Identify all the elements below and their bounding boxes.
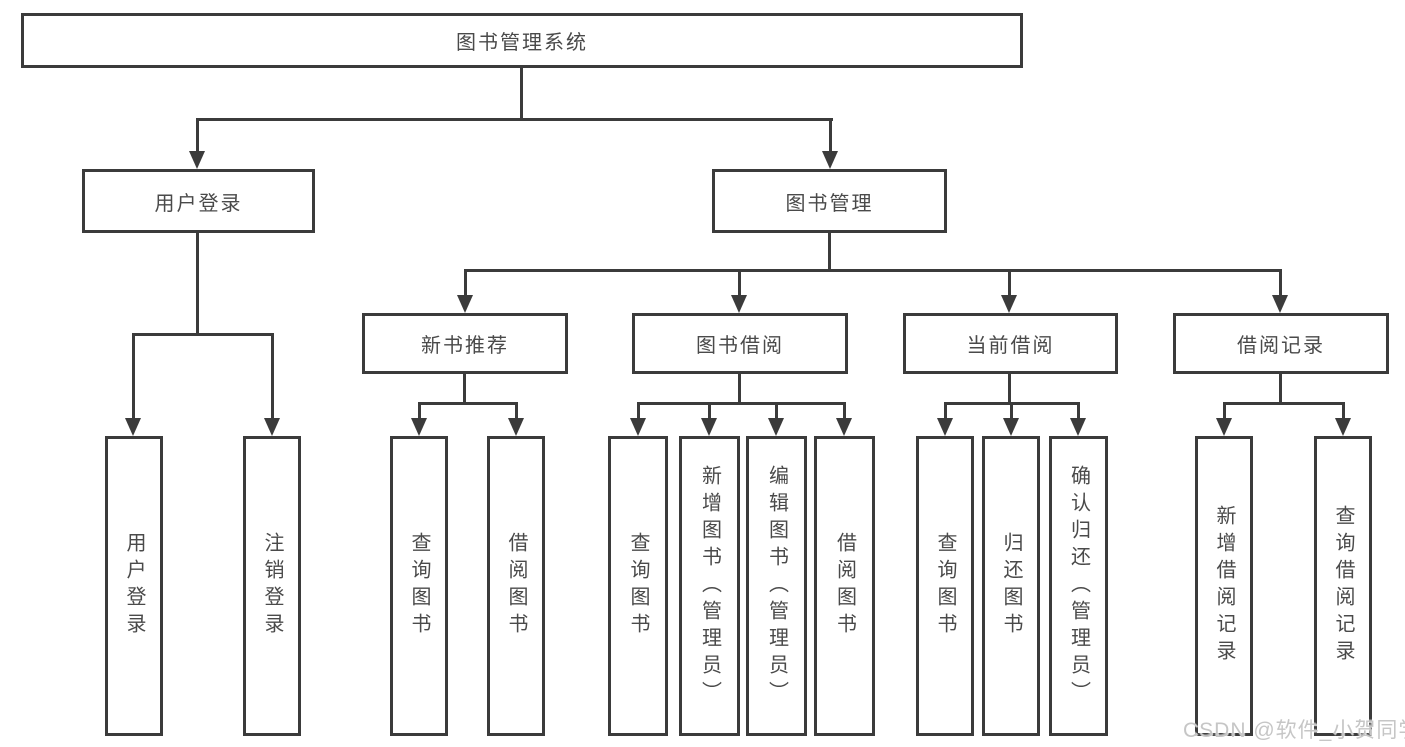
connector-line bbox=[132, 333, 135, 421]
leaf-add-book-admin-label: 新增图书（管理员） bbox=[698, 464, 721, 708]
connector-line bbox=[1279, 374, 1282, 405]
connector-line bbox=[828, 233, 831, 272]
connector-line bbox=[775, 402, 778, 422]
connector-line bbox=[708, 402, 711, 422]
connector-line bbox=[944, 402, 947, 422]
connector-line bbox=[515, 402, 518, 422]
connector-line bbox=[418, 402, 518, 405]
leaf-query-borrow-record-label: 查询借阅记录 bbox=[1332, 505, 1354, 667]
node-new-book-recommend: 新书推荐 bbox=[362, 313, 568, 374]
node-user-login: 用户登录 bbox=[82, 169, 315, 233]
leaf-recommend-borrow-book: 借阅图书 bbox=[487, 436, 545, 736]
arrow-down-icon bbox=[701, 418, 717, 436]
csdn-watermark: CSDN @软件_小贺同学 bbox=[1183, 719, 1405, 742]
leaf-edit-book-admin-label: 编辑图书（管理员） bbox=[765, 464, 788, 708]
arrow-down-icon bbox=[1003, 418, 1019, 436]
arrow-down-icon bbox=[1335, 418, 1351, 436]
node-current-borrow: 当前借阅 bbox=[903, 313, 1118, 374]
leaf-confirm-return-admin-label: 确认归还（管理员） bbox=[1067, 464, 1090, 708]
connector-line bbox=[271, 333, 274, 421]
node-root: 图书管理系统 bbox=[21, 13, 1023, 68]
leaf-add-borrow-record-label: 新增借阅记录 bbox=[1213, 505, 1235, 667]
arrow-down-icon bbox=[1272, 295, 1288, 313]
arrow-down-icon bbox=[1070, 418, 1086, 436]
connector-line bbox=[829, 118, 832, 154]
leaf-add-book-admin: 新增图书（管理员） bbox=[679, 436, 740, 736]
node-book-management-label: 图书管理 bbox=[785, 192, 874, 215]
arrow-down-icon bbox=[1001, 295, 1017, 313]
connector-line bbox=[520, 68, 523, 121]
leaf-borrow-book-label: 借阅图书 bbox=[833, 532, 856, 640]
connector-line bbox=[738, 269, 741, 298]
leaf-borrow-query-book: 查询图书 bbox=[608, 436, 668, 736]
node-borrow-record-label: 借阅记录 bbox=[1237, 335, 1325, 357]
leaf-logout-label: 注销登录 bbox=[261, 532, 283, 640]
connector-line bbox=[1010, 402, 1013, 422]
connector-line bbox=[738, 374, 741, 405]
connector-line bbox=[637, 402, 846, 405]
arrow-down-icon bbox=[1216, 418, 1232, 436]
connector-line bbox=[1223, 402, 1226, 422]
connector-line bbox=[464, 269, 467, 298]
leaf-return-book: 归还图书 bbox=[982, 436, 1040, 736]
connector-line bbox=[196, 118, 833, 121]
arrow-down-icon bbox=[411, 418, 427, 436]
leaf-return-book-label: 归还图书 bbox=[1000, 532, 1022, 640]
leaf-confirm-return-admin: 确认归还（管理员） bbox=[1049, 436, 1108, 736]
arrow-down-icon bbox=[731, 295, 747, 313]
arrow-down-icon bbox=[937, 418, 953, 436]
node-book-management: 图书管理 bbox=[712, 169, 947, 233]
leaf-edit-book-admin: 编辑图书（管理员） bbox=[746, 436, 807, 736]
connector-line bbox=[196, 118, 199, 154]
leaf-user-login: 用户登录 bbox=[105, 436, 163, 736]
arrow-down-icon bbox=[768, 418, 784, 436]
arrow-down-icon bbox=[508, 418, 524, 436]
node-book-borrow: 图书借阅 bbox=[632, 313, 848, 374]
connector-line bbox=[637, 402, 640, 422]
connector-line bbox=[1223, 402, 1345, 405]
connector-line bbox=[196, 233, 199, 336]
leaf-logout: 注销登录 bbox=[243, 436, 301, 736]
leaf-query-borrow-record: 查询借阅记录 bbox=[1314, 436, 1372, 736]
connector-line bbox=[132, 333, 274, 336]
arrow-down-icon bbox=[125, 418, 141, 436]
connector-line bbox=[1077, 402, 1080, 422]
leaf-recommend-query-book: 查询图书 bbox=[390, 436, 448, 736]
connector-line bbox=[1008, 269, 1011, 298]
connector-line bbox=[1342, 402, 1345, 422]
arrow-down-icon bbox=[189, 151, 205, 169]
connector-line bbox=[1008, 374, 1011, 405]
node-borrow-record: 借阅记录 bbox=[1173, 313, 1389, 374]
connector-line bbox=[463, 374, 466, 405]
connector-line bbox=[843, 402, 846, 422]
leaf-recommend-borrow-book-label: 借阅图书 bbox=[505, 532, 527, 640]
connector-line bbox=[464, 269, 1281, 272]
leaf-recommend-query-book-label: 查询图书 bbox=[408, 532, 430, 640]
connector-line bbox=[1279, 269, 1282, 298]
arrow-down-icon bbox=[822, 151, 838, 169]
node-new-book-recommend-label: 新书推荐 bbox=[421, 335, 509, 357]
connector-line bbox=[418, 402, 421, 422]
node-user-login-label: 用户登录 bbox=[154, 192, 243, 215]
leaf-user-login-label: 用户登录 bbox=[123, 532, 145, 640]
arrow-down-icon bbox=[264, 418, 280, 436]
leaf-borrow-query-book-label: 查询图书 bbox=[627, 532, 649, 640]
arrow-down-icon bbox=[457, 295, 473, 313]
leaf-borrow-book: 借阅图书 bbox=[814, 436, 875, 736]
node-book-borrow-label: 图书借阅 bbox=[696, 335, 784, 357]
node-current-borrow-label: 当前借阅 bbox=[966, 335, 1055, 357]
node-root-label: 图书管理系统 bbox=[456, 32, 588, 54]
leaf-current-query-book: 查询图书 bbox=[916, 436, 974, 736]
leaf-current-query-book-label: 查询图书 bbox=[934, 532, 956, 640]
leaf-add-borrow-record: 新增借阅记录 bbox=[1195, 436, 1253, 736]
arrow-down-icon bbox=[630, 418, 646, 436]
arrow-down-icon bbox=[836, 418, 852, 436]
